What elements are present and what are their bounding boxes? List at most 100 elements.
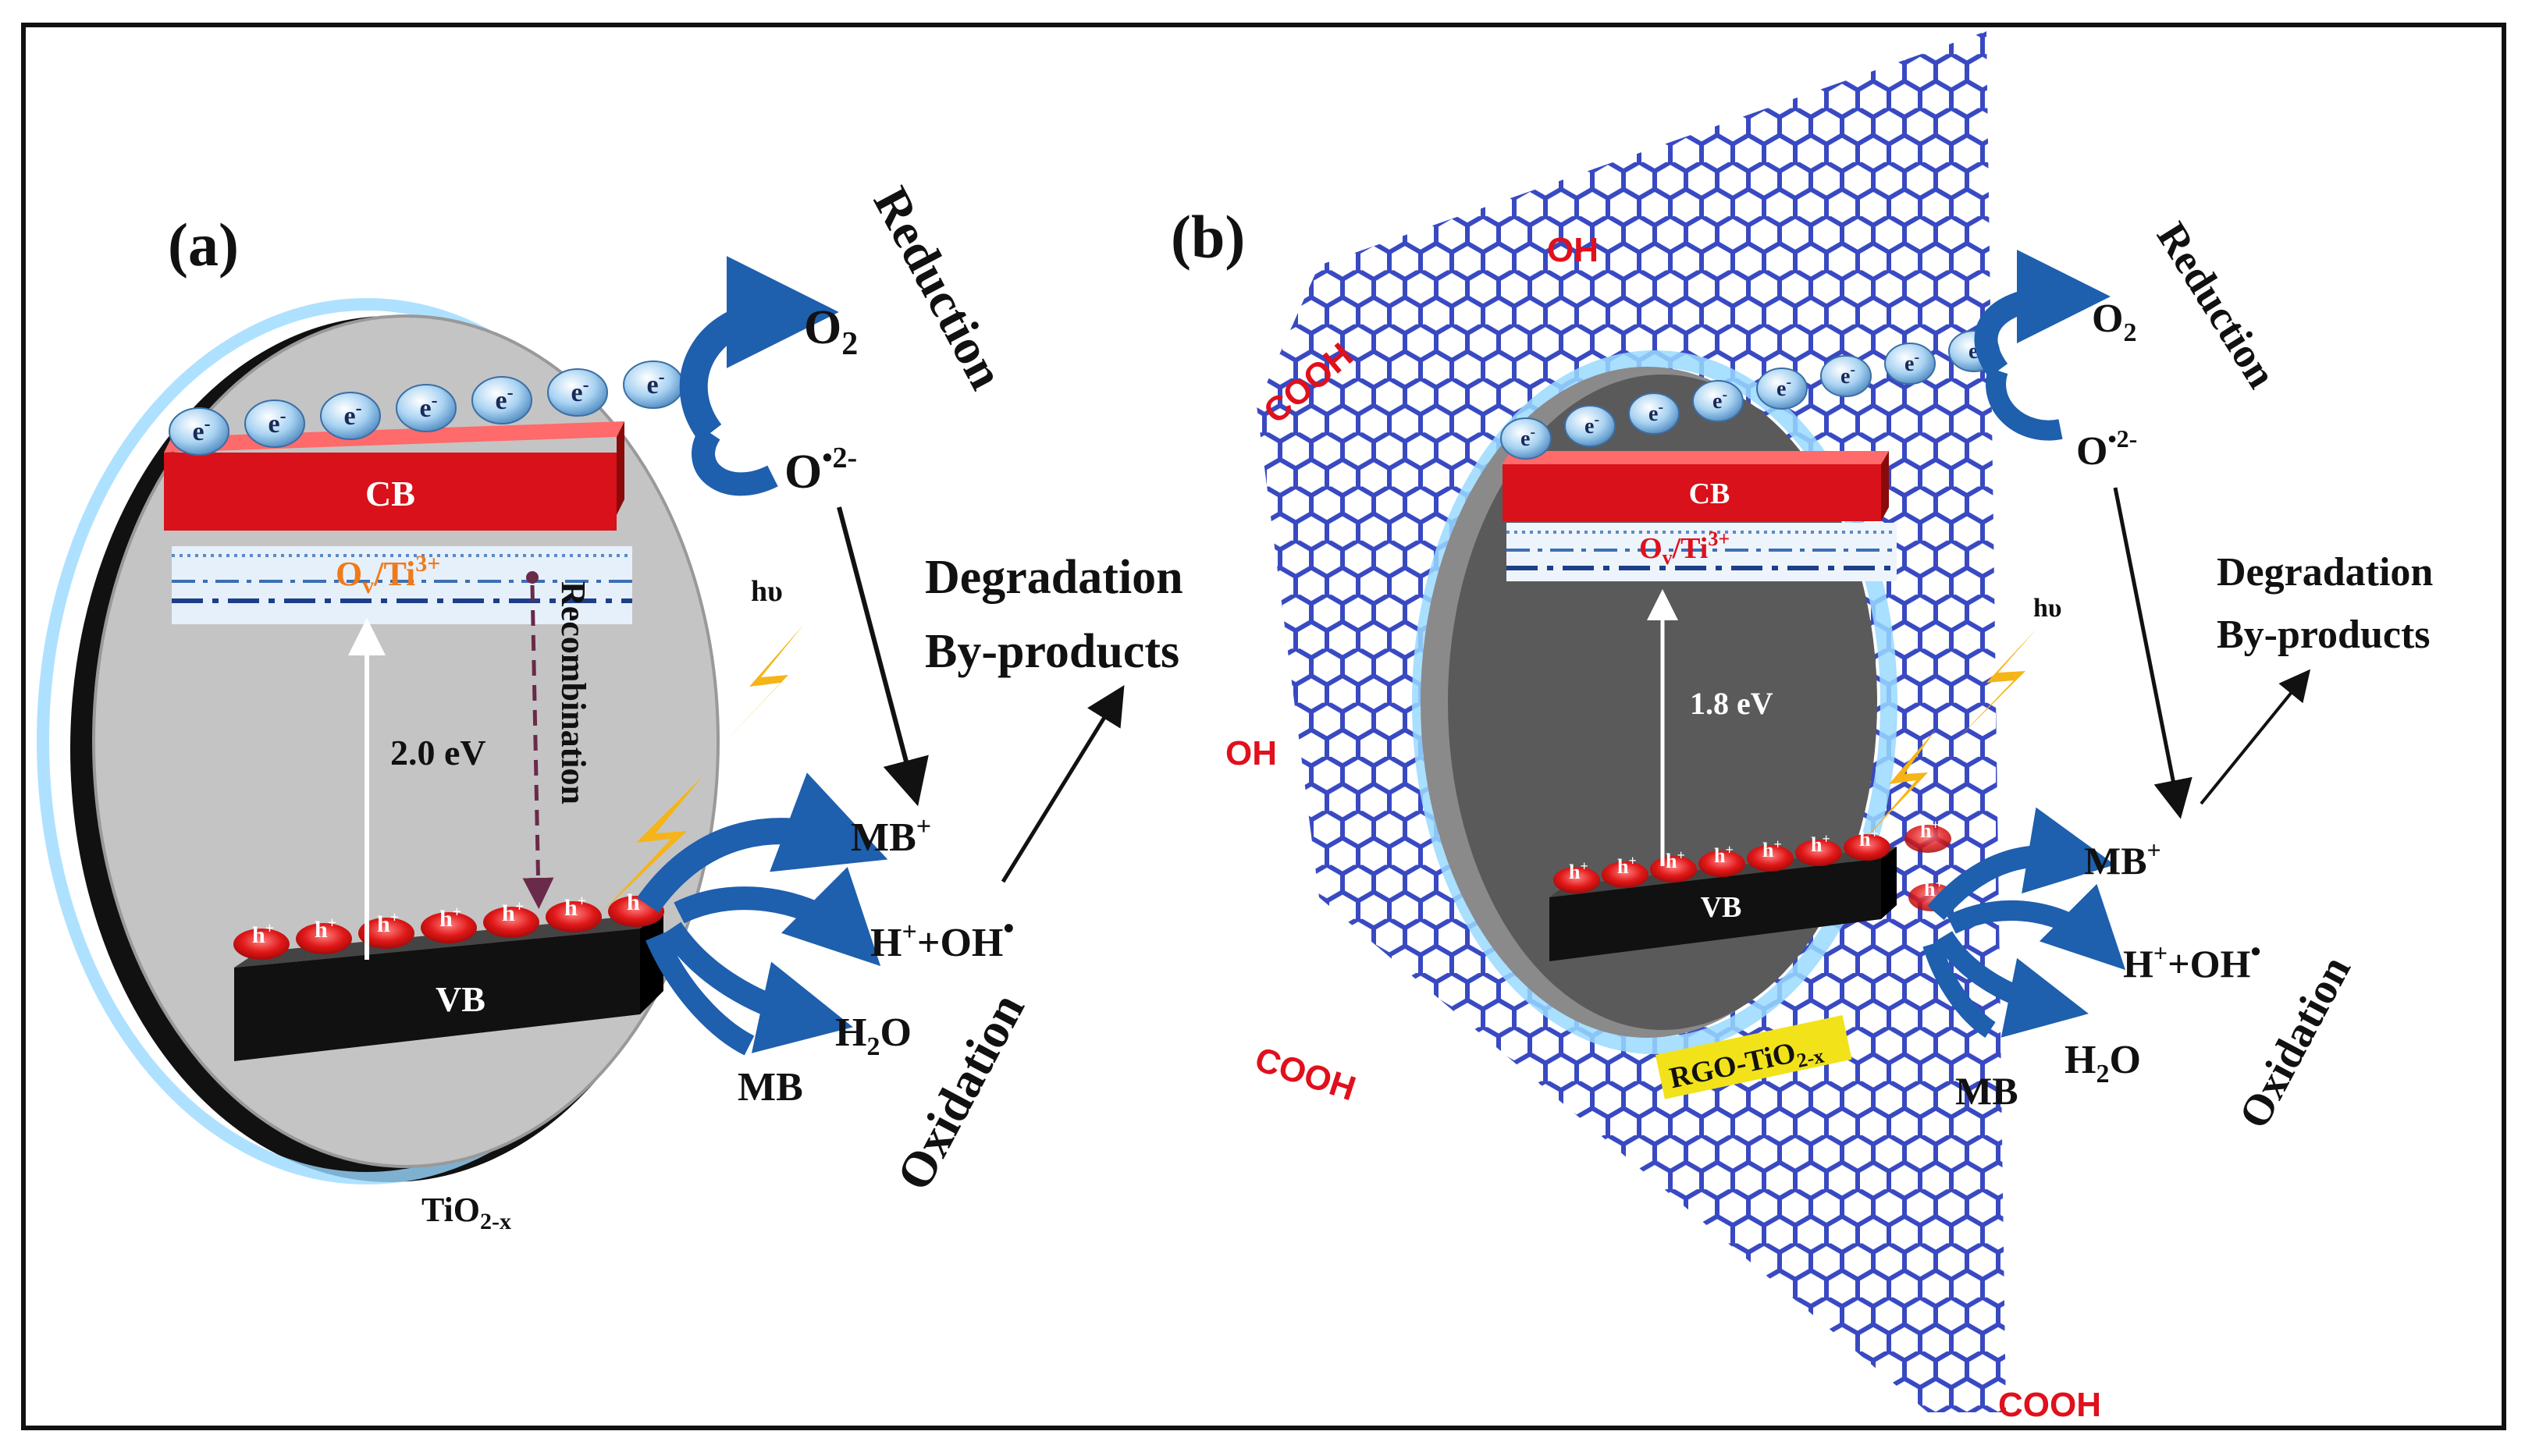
h2o-label-b: H2O: [2064, 1038, 2141, 1088]
mb-label-a: MB: [738, 1065, 803, 1110]
cb-label-b: CB: [1689, 478, 1730, 510]
cb-a-side: [617, 421, 624, 515]
oxidation-arrow-a-1: [637, 772, 888, 913]
panel-b: CB e-e-e-e-e-e-e-e- Ov/Ti3+ VB h+ h+ h+ h+ h…: [1171, 31, 2101, 1424]
group-cooh-tail: COOH: [1998, 1386, 2101, 1424]
hole-b-shape: [1747, 845, 1794, 872]
electron-b-shape: [1628, 392, 1680, 435]
hole-b: h+: [1844, 826, 1890, 861]
degradation-b-2: By-products: [2217, 613, 2431, 657]
vb-label-b: VB: [1701, 891, 1742, 924]
electron-a: e-: [471, 376, 532, 424]
hole-a: h+: [296, 914, 352, 954]
mb-plus-label-b: MB+: [2084, 836, 2161, 882]
group-oh-top: OH: [1547, 231, 1599, 269]
electron-a-label: e-: [344, 398, 362, 431]
hole-b-shape: [1553, 867, 1600, 893]
vb-label-a: VB: [436, 979, 485, 1019]
hole-b-label: h+: [1714, 842, 1734, 867]
oxidation-arrow-a-2: [674, 866, 881, 967]
o2-label-b: O2: [2092, 297, 2136, 347]
superoxide-label-a: O•2-: [784, 442, 857, 499]
cb-b-top: [1503, 451, 1889, 464]
hole-a-label: h+: [377, 909, 399, 937]
hole-a: h+: [358, 909, 414, 949]
hole-a: h+: [483, 898, 539, 938]
electron-b-label: e-: [1584, 412, 1599, 439]
electron-a-shape: [471, 376, 532, 424]
cb-bar-a: [164, 453, 617, 531]
hole-b: h+: [1602, 853, 1648, 888]
hole-a-label: h+: [502, 898, 524, 926]
electron-b: e-: [1756, 368, 1808, 410]
electron-a-shape: [396, 384, 457, 432]
cb-bar-b: [1503, 464, 1881, 521]
hoh-label-a: H++OH•: [870, 911, 1014, 965]
hole-b: h+: [1553, 858, 1600, 893]
electron-b-shape: [1500, 417, 1552, 460]
recomb-dot-a: [526, 571, 539, 584]
electron-b-shape: [1756, 368, 1808, 410]
panel-label-b: (b): [1171, 203, 1245, 271]
electron-b-shape: [1820, 355, 1872, 397]
electron-b-shape: [1564, 405, 1616, 447]
recombination-arrow-a: [522, 584, 554, 909]
degradation-b-1: Degradation: [2217, 550, 2433, 595]
hole-a-label: h+: [315, 914, 336, 943]
oxidation-arrow-a-4: [645, 932, 755, 1056]
panel-label-a: (a): [168, 211, 239, 279]
hole-b-label: h+: [1762, 836, 1782, 861]
hole-a: h+: [546, 893, 602, 932]
reduction-arrow-a-2: [692, 426, 778, 496]
hole-a: h+: [421, 904, 477, 943]
mb-label-b: MB: [1955, 1069, 2018, 1113]
defect-label-b: Ov/Ti3+: [1639, 527, 1730, 569]
oxidation-arrow-b-2: [1947, 883, 2126, 971]
black-arrow-a-down: [837, 506, 929, 807]
band-gap-b: 1.8 eV: [1690, 686, 1773, 721]
electron-b-label: e-: [1840, 362, 1855, 389]
electron-a: e-: [244, 400, 305, 448]
hole-b-shape: [1844, 834, 1890, 861]
electrons-b: e-e-e-e-e-e-e-e-: [1500, 330, 2000, 460]
black-arrow-b-up: [2200, 669, 2311, 805]
electron-b-label: e-: [1776, 375, 1791, 401]
electron-b-label: e-: [1712, 387, 1727, 414]
vb-bar-b: [1549, 858, 1881, 961]
electrons-a: e-e-e-e-e-e-e-: [169, 360, 684, 456]
hole-b-label: h+: [1811, 831, 1830, 856]
black-arrow-b-down: [2113, 487, 2192, 819]
electron-b: e-: [1692, 380, 1744, 422]
hole-a-label: h+: [564, 893, 586, 921]
hole-b-label: h+: [1859, 826, 1879, 851]
hole-b-label: h+: [1617, 853, 1637, 878]
reduction-arrow-b-2: [1986, 367, 2063, 441]
reduction-arrow-a-1: [679, 256, 839, 442]
hole-a-shape: [421, 912, 477, 943]
hole-b-shape: [1698, 851, 1745, 877]
cb-b-side: [1881, 451, 1889, 521]
defect-band-a: [172, 546, 632, 624]
electron-a: e-: [623, 360, 684, 409]
group-oh-mid: OH: [1225, 734, 1277, 772]
electron-b-label: e-: [1520, 424, 1535, 451]
band-gap-a: 2.0 eV: [390, 733, 486, 772]
electron-a: e-: [169, 407, 229, 456]
light-label-b: hυ: [2033, 594, 2062, 623]
electron-a: e-: [320, 392, 381, 440]
defect-label-a: Ov/Ti3+: [336, 551, 440, 598]
hole-b: h+: [1698, 842, 1745, 877]
hole-b-shape: [1795, 840, 1842, 866]
mb-plus-label-a: MB+: [851, 812, 931, 860]
electron-b-label: e-: [1648, 400, 1663, 426]
panel-a: CB e-e-e-e-e-e-e- Ov/Ti3+ VB h+h+h+h+h+h…: [37, 211, 804, 1234]
recombination-label: Recombination: [554, 581, 592, 804]
electron-b-shape: [1884, 343, 1936, 385]
oxidation-arrow-b-1: [1927, 807, 2115, 921]
superoxide-label-b: O•2-: [2076, 424, 2137, 474]
hole-b: h+: [1795, 831, 1842, 866]
black-arrow-a-up: [1001, 684, 1125, 883]
oxidation-arrow-a-3: [661, 922, 853, 1053]
hole-a-shape: [296, 923, 352, 954]
